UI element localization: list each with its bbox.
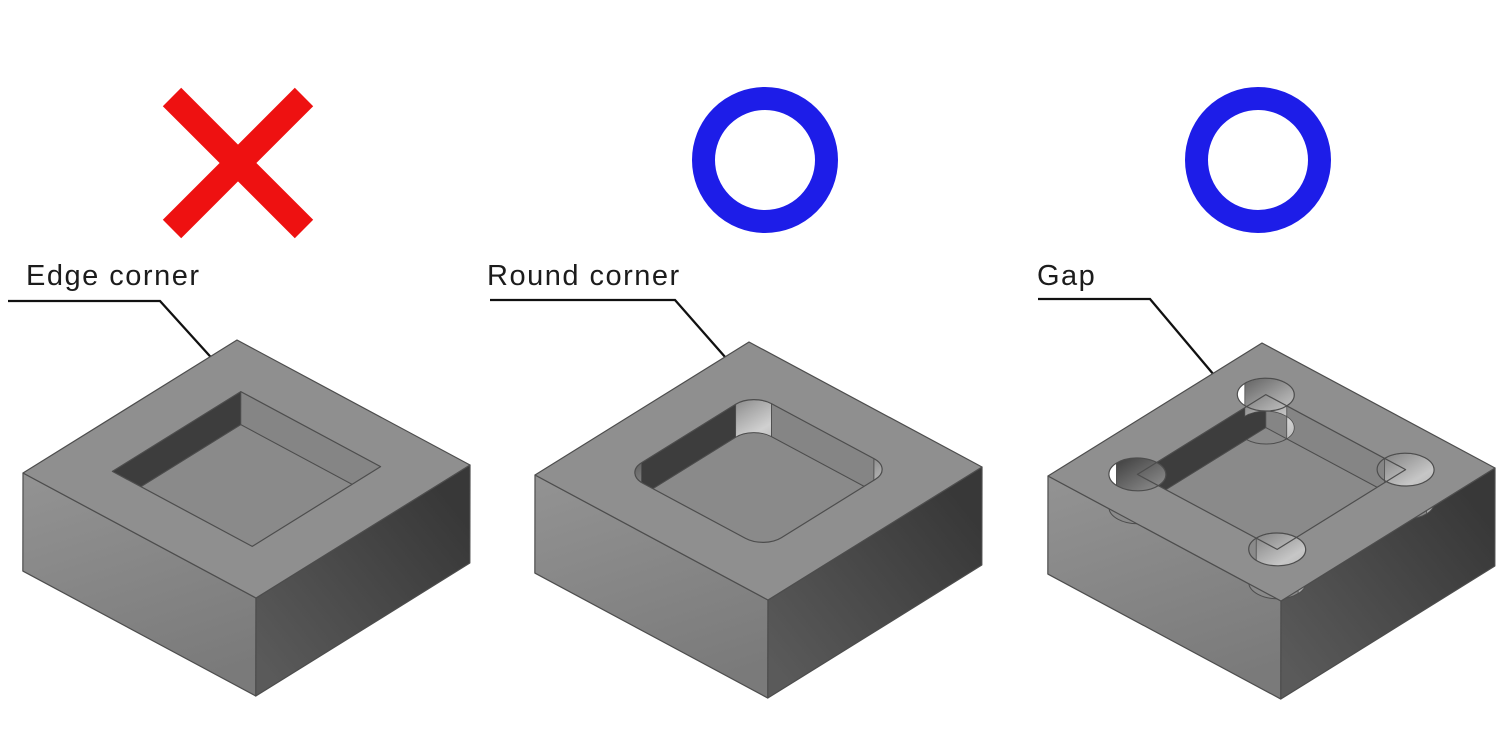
round-corner-leader-line (490, 298, 741, 375)
relief-rim-right (1365, 446, 1445, 492)
block-edge-corner (0, 340, 555, 696)
block-round-corner (450, 342, 1066, 698)
cross-mark-icon (162, 87, 314, 239)
edge-corner-leader-line (8, 299, 228, 376)
gap-leader-line (1038, 297, 1215, 376)
relief-rim-back (1226, 371, 1306, 417)
relief-rim-left (1097, 451, 1177, 497)
circle-mark-icon (692, 87, 838, 233)
block-top-face (23, 340, 470, 598)
block-gap (963, 343, 1500, 699)
gap-label: Gap (1037, 260, 1097, 292)
panel-gap (963, 87, 1500, 700)
block-top-face (1047, 343, 1495, 602)
block-top-face (535, 342, 982, 600)
panel-round-corner (450, 87, 1066, 699)
block-top-face-edges (1048, 343, 1495, 601)
relief-rim-front (1237, 526, 1317, 572)
edge-corner-label: Edge corner (26, 260, 201, 292)
circle-mark-icon (1185, 87, 1331, 233)
panel-edge-corner (0, 87, 555, 696)
round-corner-label: Round corner (487, 260, 681, 292)
